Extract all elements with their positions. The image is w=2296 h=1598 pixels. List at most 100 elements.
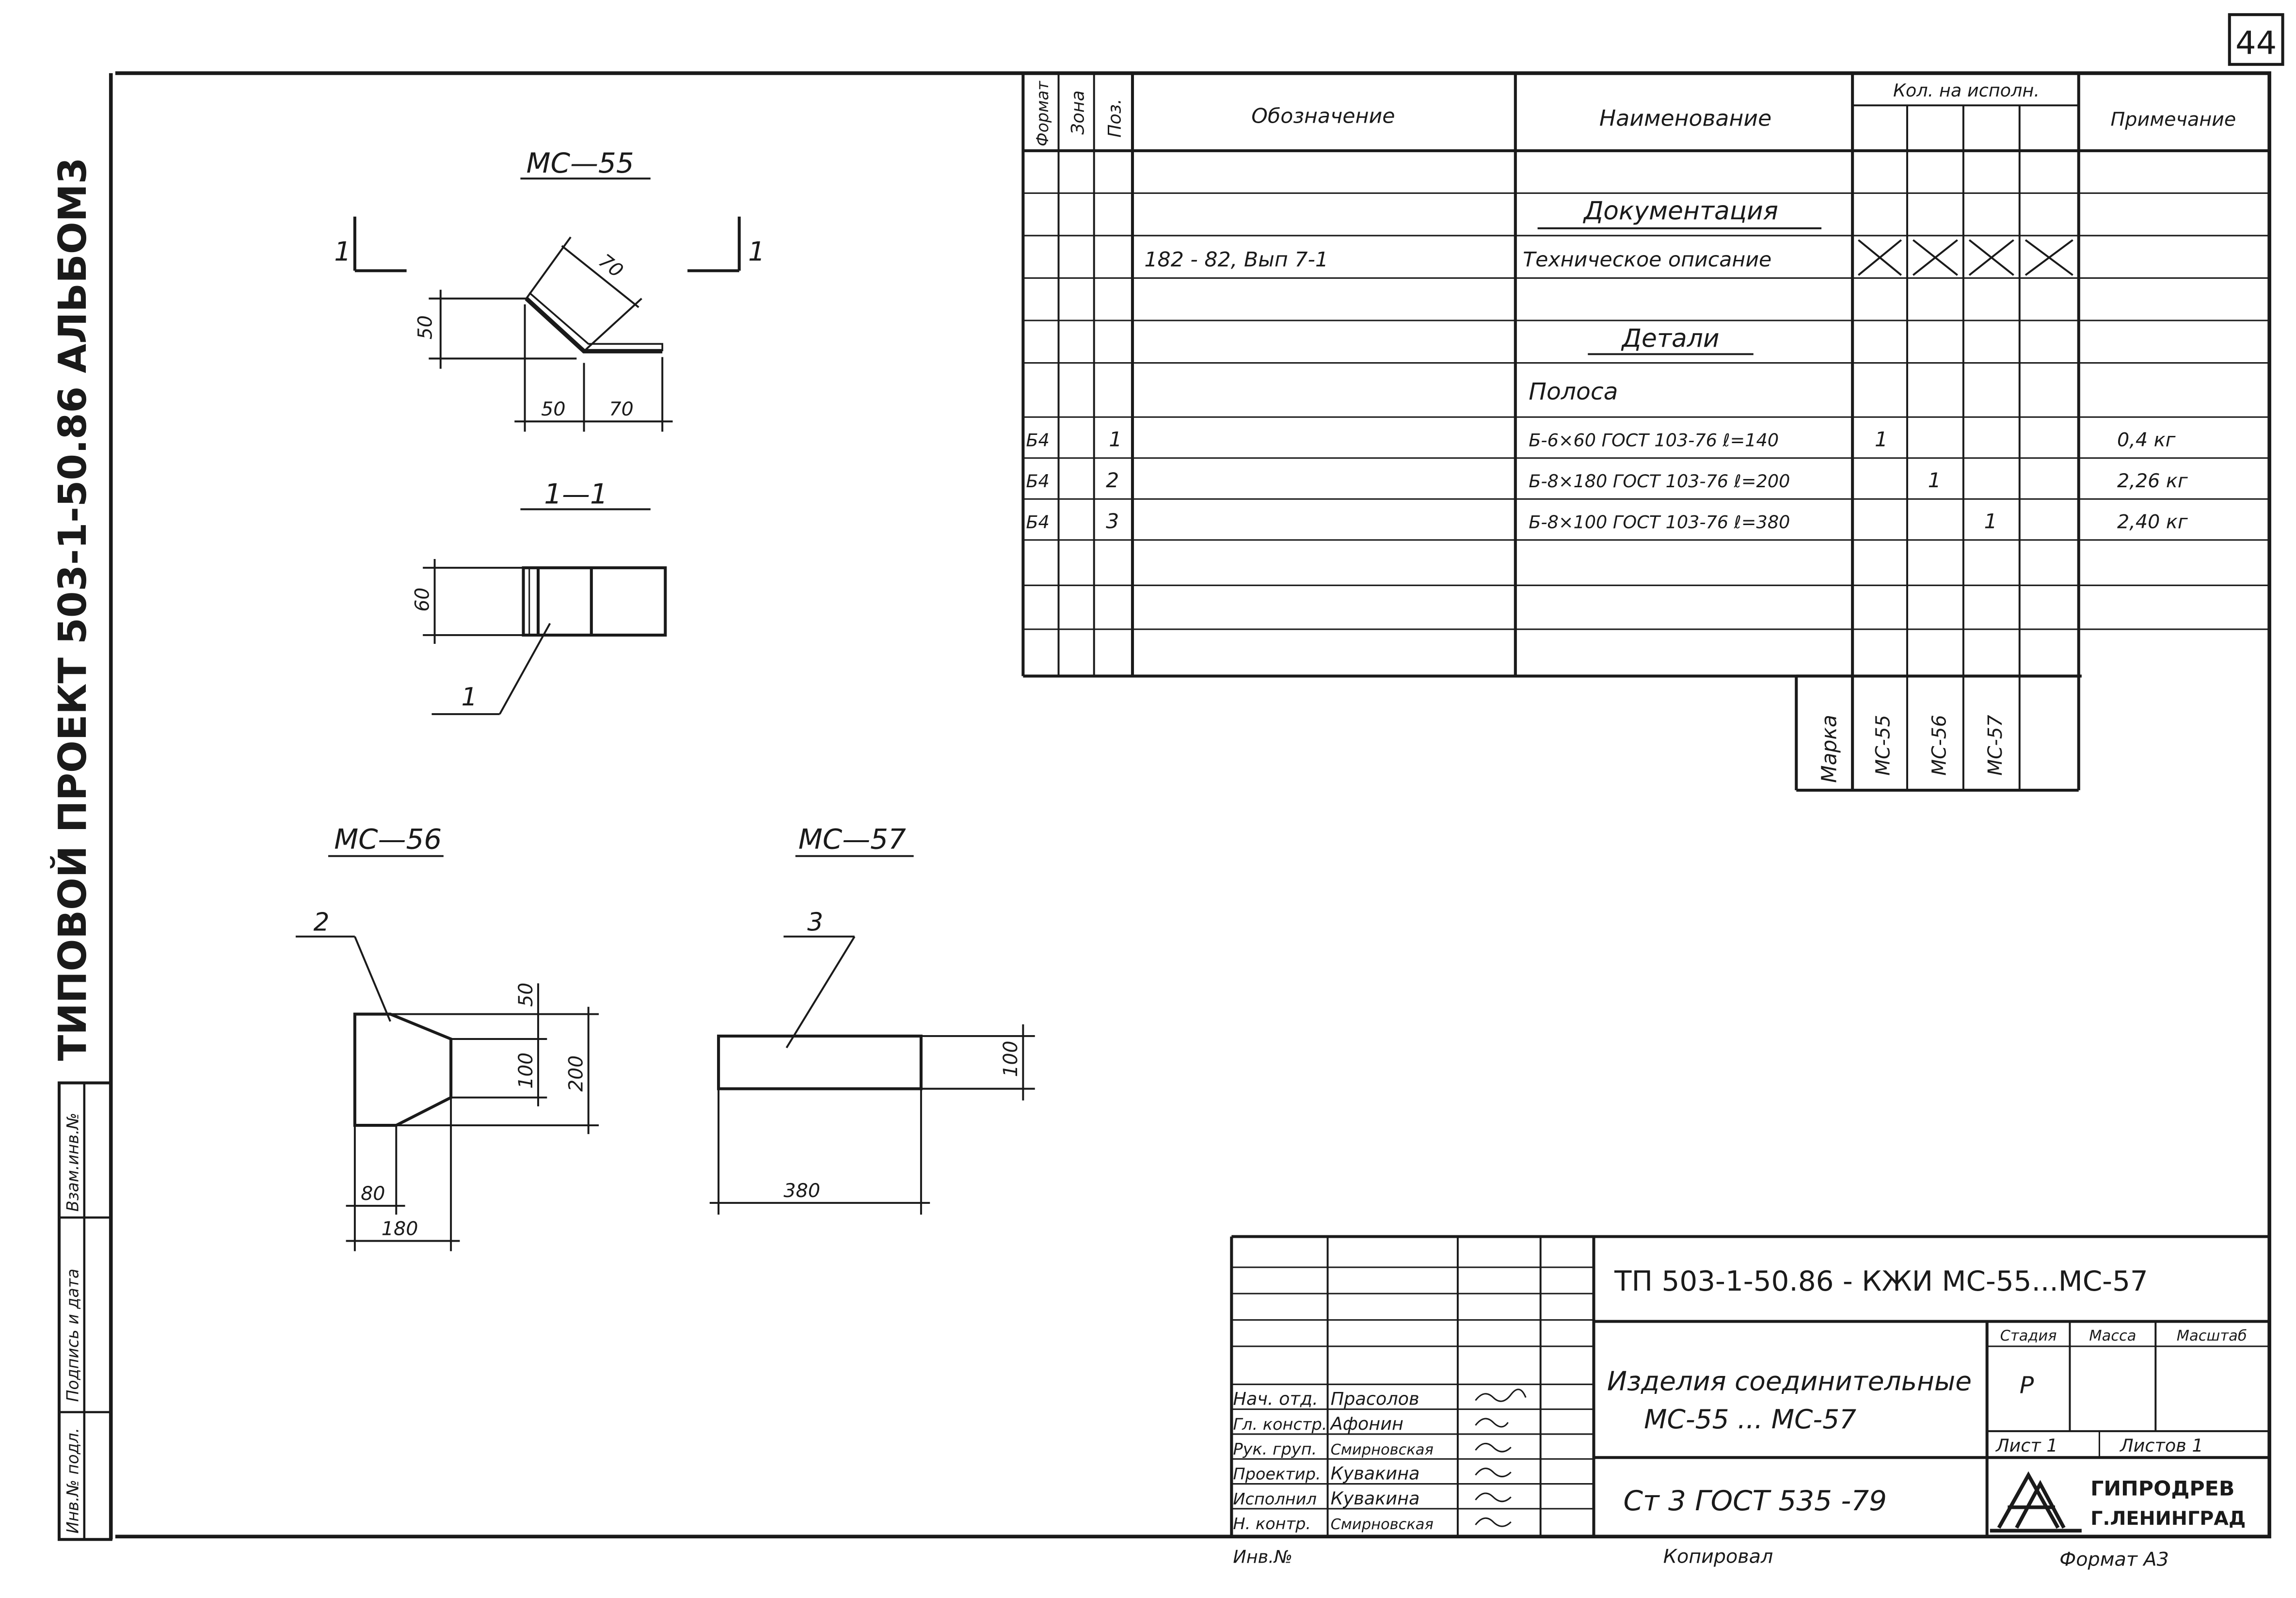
staff-role: Нач. отд. [1233, 1389, 1318, 1409]
mc57-title: МС—57 [798, 823, 906, 856]
mc57-dim-380: 380 [783, 1180, 820, 1202]
sheet-number-box [2228, 13, 2284, 66]
mc55-title: МС—55 [526, 146, 634, 179]
staff-name: Афонин [1330, 1413, 1403, 1434]
sheets-label: Листов 1 [2119, 1435, 2203, 1456]
stage-value: Р [2020, 1372, 2034, 1399]
row-name: Б-8×100 ГОСТ 103-76 ℓ=380 [1529, 512, 1790, 533]
org-name: ГИПРОДРЕВ [2090, 1477, 2234, 1501]
doc-name: Техническое описание [1523, 248, 1771, 272]
stage-label: Стадия [2000, 1327, 2057, 1344]
mc57-dim-100: 100 [1000, 1041, 1022, 1077]
table-row: Б4 1 Б-6×60 ГОСТ 103-76 ℓ=140 1 0,4 кг [1026, 428, 2175, 452]
mark-mc56: МС-56 [1928, 715, 1950, 775]
staff-name: Кувакина [1331, 1463, 1420, 1484]
signature-marks [1475, 1389, 1527, 1527]
staff-name: Кувакина [1331, 1488, 1420, 1509]
row-format: Б4 [1026, 512, 1049, 533]
spec-table-grid [1021, 73, 2270, 792]
stamp-inv-repl: Взам.инв.№ [63, 1113, 82, 1212]
copied-label: Копировал [1663, 1546, 1773, 1568]
staff-role: Н. контр. [1233, 1514, 1311, 1533]
marks-label: Марка [1818, 715, 1841, 783]
scale-label: Масштаб [2177, 1327, 2247, 1344]
doc-name-line1: Изделия соединительные [1607, 1366, 1972, 1397]
doc-designation: 182 - 82, Вып 7-1 [1144, 248, 1328, 272]
material: Ст 3 ГОСТ 535 -79 [1623, 1484, 1887, 1517]
side-title: ТИПОВОЙ ПРОЕКТ 503-1-50.86 АЛЬБОМ3 [50, 158, 95, 1061]
org-logo-icon [1990, 1471, 2082, 1533]
row-note: 2,40 кг [2117, 511, 2188, 533]
header-qty: Кол. на исполн. [1893, 80, 2040, 101]
header-note: Примечание [2111, 109, 2236, 131]
mass-label: Масса [2089, 1327, 2136, 1344]
sheet-number: 44 [2235, 24, 2277, 62]
mark-mc57: МС-57 [1984, 715, 2007, 775]
table-row: Б4 2 Б-8×180 ГОСТ 103-76 ℓ=200 1 2,26 кг [1026, 469, 2188, 493]
row-pos: 2 [1106, 469, 1119, 493]
drawing-mc56 [295, 855, 599, 1251]
mc56-dim-50: 50 [515, 983, 537, 1007]
drawing-mc55 [353, 177, 741, 432]
mc55-dim-top: 70 [594, 250, 627, 282]
section-documentation: Документация [1583, 197, 1778, 226]
staff-role: Гл. констр. [1233, 1415, 1327, 1434]
row-format: Б4 [1026, 430, 1049, 451]
staff-name: Прасолов [1331, 1389, 1419, 1409]
row-format: Б4 [1026, 471, 1049, 492]
mc56-dim-180: 180 [382, 1218, 418, 1240]
row-qty-3: 1 [1984, 510, 1997, 534]
row-qty-2: 1 [1928, 469, 1941, 493]
header-designation: Обозначение [1251, 105, 1395, 128]
group-name: Полоса [1529, 378, 1618, 405]
row-note: 0,4 кг [2117, 429, 2176, 451]
staff-role: Проектир. [1233, 1465, 1321, 1484]
mc55-dim-bottom-right: 70 [609, 398, 633, 420]
inv-label: Инв.№ [1233, 1547, 1292, 1567]
row-pos: 1 [1109, 428, 1122, 452]
section11-dim-height: 60 [411, 588, 433, 612]
sheet-frame [115, 71, 2271, 1538]
row-pos: 3 [1106, 510, 1119, 534]
section11-leader: 1 [461, 683, 477, 712]
mark-mc55: МС-55 [1872, 715, 1894, 775]
title-block-grid [1230, 1235, 2270, 1537]
mc56-title: МС—56 [334, 823, 442, 856]
mc55-dim-bottom-left: 50 [541, 398, 565, 420]
header-format: Формат [1033, 80, 1052, 146]
header-name: Наименование [1599, 106, 1771, 131]
mc56-dim-80: 80 [361, 1183, 385, 1205]
header-zone: Зона [1067, 90, 1088, 134]
side-stamp: Инв.№ подл. Подпись и дата Взам.инв.№ [57, 1081, 112, 1541]
row-name: Б-6×60 ГОСТ 103-76 ℓ=140 [1529, 430, 1779, 451]
staff-role: Рук. груп. [1233, 1439, 1317, 1458]
org-city: Г.ЛЕНИНГРАД [2090, 1507, 2246, 1530]
mc57-leader: 3 [807, 908, 823, 937]
drawing-mc57 [709, 855, 1035, 1215]
mc56-dim-100: 100 [515, 1053, 537, 1089]
section11-title: 1—1 [544, 478, 608, 511]
sheet-label: Лист 1 [1995, 1435, 2058, 1456]
staff-role: Исполнил [1233, 1489, 1317, 1508]
stamp-inv-orig: Инв.№ подл. [63, 1428, 82, 1534]
drawing-section11 [423, 508, 667, 715]
mc55-section-left: 1 [334, 236, 351, 267]
section-parts: Детали [1621, 324, 1719, 353]
doc-code: ТП 503-1-50.86 - КЖИ МС-55...МС-57 [1614, 1264, 2148, 1297]
format-label: Формат А3 [2059, 1549, 2169, 1571]
header-pos: Поз. [1104, 99, 1125, 138]
staff-list: Нач. отд. Прасолов Гл. констр. Афонин Ру… [1233, 1389, 1433, 1533]
stamp-sign-date: Подпись и дата [63, 1269, 82, 1402]
staff-name: Смирновская [1331, 1441, 1434, 1458]
table-row: Б4 3 Б-8×100 ГОСТ 103-76 ℓ=380 1 2,40 кг [1026, 510, 2188, 534]
mc55-section-right: 1 [748, 236, 765, 267]
doc-name-line2: МС-55 ... МС-57 [1644, 1404, 1856, 1435]
mc56-leader: 2 [314, 908, 330, 937]
mc56-dim-200: 200 [565, 1055, 587, 1092]
row-qty-1: 1 [1875, 428, 1888, 452]
row-name: Б-8×180 ГОСТ 103-76 ℓ=200 [1529, 471, 1790, 492]
staff-name: Смирновская [1331, 1516, 1434, 1533]
mc55-dim-left: 50 [414, 315, 436, 339]
